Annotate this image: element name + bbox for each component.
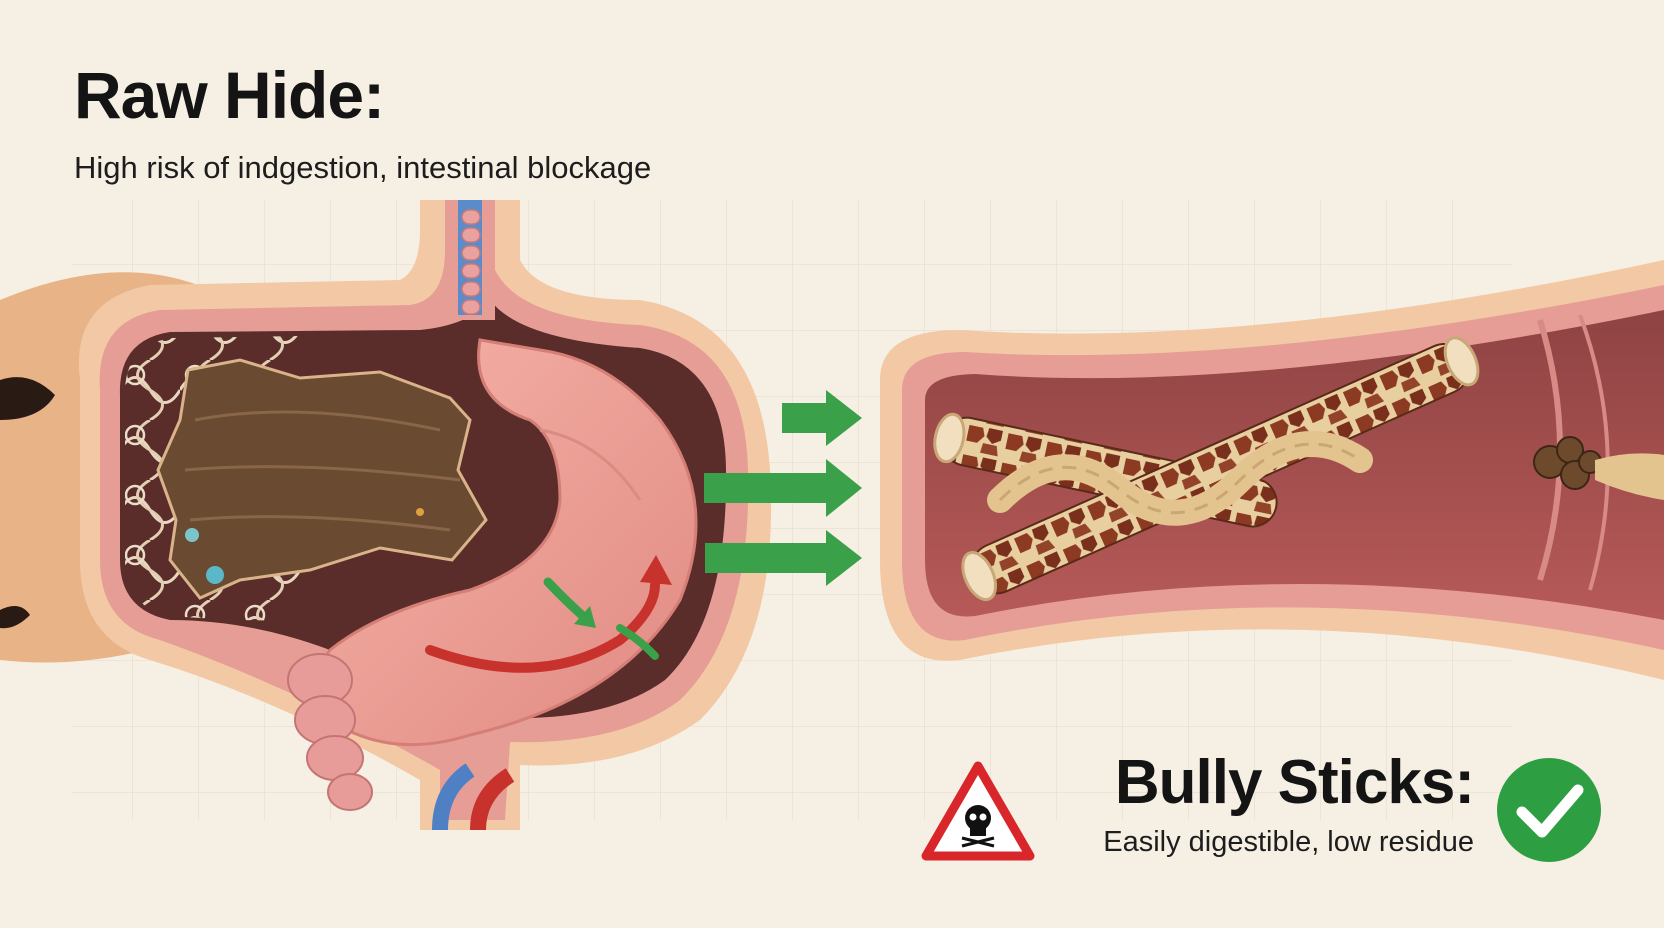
bully-sticks-title: Bully Sticks: <box>1114 748 1475 817</box>
bully-sticks-subtitle: Easily digestible, low residue <box>1103 826 1474 858</box>
bully-sticks <box>933 336 1664 602</box>
bully-sticks-caption: Bully Sticks: Easily digestible, low res… <box>1103 748 1475 859</box>
raw-hide-title: Raw Hide: <box>74 58 385 132</box>
raw-hide-caption: Raw Hide: High risk of indgestion, intes… <box>74 62 651 186</box>
transition-arrows <box>704 390 862 586</box>
raw-hide-subtitle: High risk of indgestion, intestinal bloc… <box>74 150 652 185</box>
check-circle-icon <box>1497 758 1601 862</box>
raw-hide-chunk <box>156 358 488 600</box>
skull-warning-icon <box>921 761 1035 861</box>
